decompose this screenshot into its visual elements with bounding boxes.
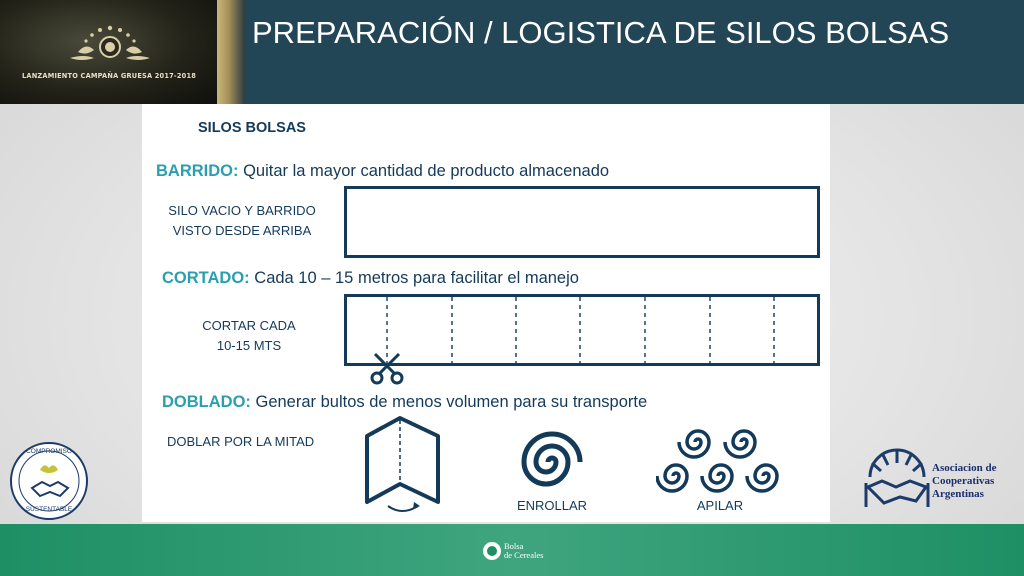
barrido-keyword: BARRIDO: [156,162,239,180]
aca-line3: Argentinas [932,488,984,500]
doblado-line: DOBLADO: Generar bultos de menos volumen… [162,393,647,412]
fold-half-icon [365,416,440,512]
footer-bar: Bolsa de Cereales [0,524,1024,576]
enrollar-label: ENROLLAR [516,498,588,513]
bolsa-line1: Bolsa [504,541,524,551]
bolsa-line2: de Cereales [504,550,544,560]
cortado-keyword: CORTADO: [162,269,250,287]
header-bar: LANZAMIENTO CAMPAÑA GRUESA 2017-2018 PRE… [0,0,1024,104]
panel-heading: SILOS BOLSAS [198,120,306,136]
aca-line2: Cooperativas [932,475,995,487]
handshake-icon [30,480,70,498]
bolsa-seal-icon [483,542,501,560]
page-title: PREPARACIÓN / LOGISTICA DE SILOS BOLSAS [252,15,950,50]
cortado-label-line2: 10-15 MTS [216,338,282,353]
barrido-label-line2: VISTO DESDE ARRIBA [172,223,312,238]
aca-line1: Asociacion de [932,462,997,474]
wheat-emblem-icon [70,25,150,60]
barrido-text: Quitar la mayor cantidad de producto alm… [243,162,610,180]
compromiso-bottom-text: SUSTENTABLE [25,506,73,513]
leaf-icon [40,465,58,473]
infographic-panel: SILOS BOLSAS BARRIDO: Quitar la mayor ca… [142,104,830,522]
barrido-label-line1: SILO VACIO Y BARRIDO [168,203,316,218]
scissors-icon [370,352,404,385]
campaign-logo: LANZAMIENTO CAMPAÑA GRUESA 2017-2018 [0,0,218,104]
rolled-silo-icon [521,431,583,487]
campaign-label: LANZAMIENTO CAMPAÑA GRUESA 2017-2018 [21,72,197,80]
aca-logo-text: Asociacion de Cooperativas Argentinas [932,462,996,501]
cut-lines [386,297,775,363]
cortado-label: CORTAR CADA 10-15 MTS [169,316,329,356]
gold-divider [217,0,245,104]
apilar-label: APILAR [696,498,744,513]
aca-handshake-logo-icon [864,448,930,507]
cortado-text: Cada 10 – 15 metros para facilitar el ma… [254,269,579,287]
bolsa-cereales-logo: Bolsa de Cereales [504,542,543,560]
empty-silo-box [344,186,820,258]
barrido-line: BARRIDO: Quitar la mayor cantidad de pro… [156,162,609,181]
stacked-rolls-icon [656,429,779,493]
cut-silo-box [344,294,820,366]
doblado-text: Generar bultos de menos volumen para su … [255,393,648,411]
cortado-label-line1: CORTAR CADA [202,318,296,333]
barrido-label: SILO VACIO Y BARRIDO VISTO DESDE ARRIBA [162,201,322,241]
compromiso-top-text: COMPROMISO [26,448,72,455]
doblado-keyword: DOBLADO: [162,393,251,411]
cortado-line: CORTADO: Cada 10 – 15 metros para facili… [162,269,579,288]
compromiso-sustentable-logo [10,442,88,520]
doblado-label: DOBLAR POR LA MITAD [167,434,315,449]
